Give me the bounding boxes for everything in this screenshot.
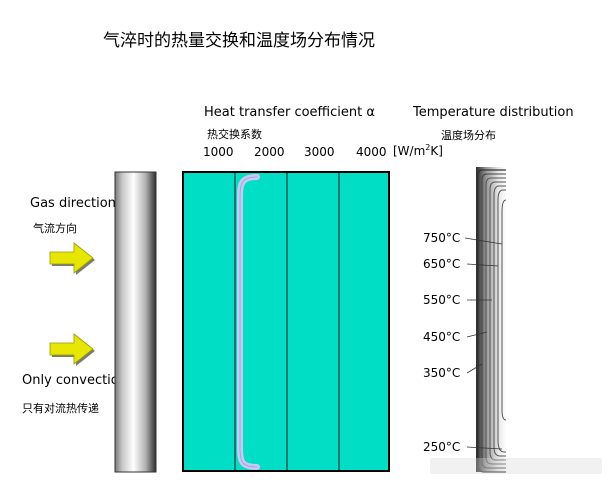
gas-arrow-lower [50, 334, 95, 366]
watermark [430, 458, 602, 474]
htc-panel [183, 172, 389, 471]
temperature-field [476, 167, 506, 472]
workpiece-cylinder [115, 172, 156, 472]
gas-arrow-upper [50, 243, 95, 275]
